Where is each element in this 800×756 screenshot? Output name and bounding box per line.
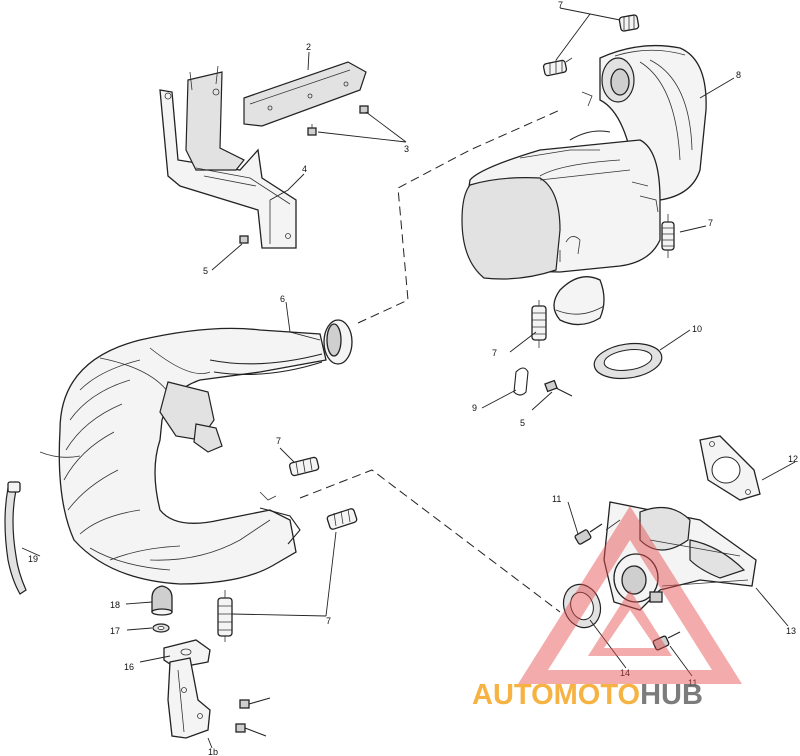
callout-1b: 1b <box>208 747 218 756</box>
callout-7-mid: 7 <box>492 348 497 358</box>
part-2-heat-shield <box>243 61 367 127</box>
callout-labels: 2 3 4 5 7 8 7 7 10 9 5 6 7 7 12 11 13 14… <box>28 0 798 756</box>
callout-7-bottom: 7 <box>326 616 331 626</box>
part-18-rubber-mount <box>151 585 173 616</box>
callout-2: 2 <box>306 42 311 52</box>
part-8-silencer <box>461 44 707 326</box>
callout-10: 10 <box>692 324 702 334</box>
part-6-expansion-chamber <box>39 319 353 585</box>
callout-19: 19 <box>28 554 38 564</box>
callout-18: 18 <box>110 600 120 610</box>
svg-text:AUTOMOTOHUB: AUTOMOTOHUB <box>472 679 703 711</box>
part-19-strap <box>4 481 27 595</box>
part-7-spring-lower-top <box>288 456 320 477</box>
part-14-seal-ring <box>562 583 602 629</box>
leader-lines <box>21 7 796 749</box>
callout-4: 4 <box>302 164 307 174</box>
watermark-hub: HUB <box>640 679 703 711</box>
callout-12: 12 <box>788 454 798 464</box>
callout-11-bottom: 11 <box>688 678 697 688</box>
callout-6: 6 <box>280 294 285 304</box>
part-13-exhaust-manifold <box>603 501 757 611</box>
part-1b-bolts <box>235 697 271 737</box>
callout-5-mid: 5 <box>520 418 525 428</box>
part-11-bolts <box>574 523 681 651</box>
watermark-inner-triangle-icon <box>588 590 672 656</box>
callout-7-right: 7 <box>708 218 713 228</box>
watermark-auto: AUTO <box>472 679 554 711</box>
part-4-bracket <box>159 65 297 249</box>
callout-7-top: 7 <box>558 0 563 10</box>
part-5-bolt-mid <box>544 379 573 397</box>
watermark-triangle-icon <box>518 506 742 684</box>
part-5-screw-top <box>239 235 249 244</box>
part-12-manifold-gasket <box>699 435 761 501</box>
part-7-spring-top-left <box>542 57 573 77</box>
part-9-clip <box>513 367 529 396</box>
part-10-gasket <box>593 342 663 380</box>
part-17-washer <box>152 623 170 633</box>
callout-14: 14 <box>620 668 630 678</box>
callout-7-lower: 7 <box>276 436 281 446</box>
callout-17: 17 <box>110 626 120 636</box>
automotohub-watermark: AUTOMOTOHUB <box>472 506 742 711</box>
watermark-moto: MOTO <box>554 679 640 711</box>
dashed-assembly-lines <box>299 109 561 613</box>
callout-8: 8 <box>736 70 741 80</box>
callout-11-top: 11 <box>552 494 561 504</box>
part-7-spring-top-right <box>618 14 640 32</box>
part-7-spring-lower-mid <box>326 508 358 530</box>
part-3-screws <box>307 105 369 136</box>
part-7-spring-lower-bottom <box>217 590 233 642</box>
callout-5-top: 5 <box>203 266 208 276</box>
part-16-mount-bracket <box>163 639 211 739</box>
part-7-spring-right <box>661 214 675 258</box>
callout-16: 16 <box>124 662 134 672</box>
callout-13: 13 <box>786 626 796 636</box>
callout-9: 9 <box>472 403 477 413</box>
part-7-spring-mid <box>531 300 547 348</box>
callout-3: 3 <box>404 144 409 154</box>
